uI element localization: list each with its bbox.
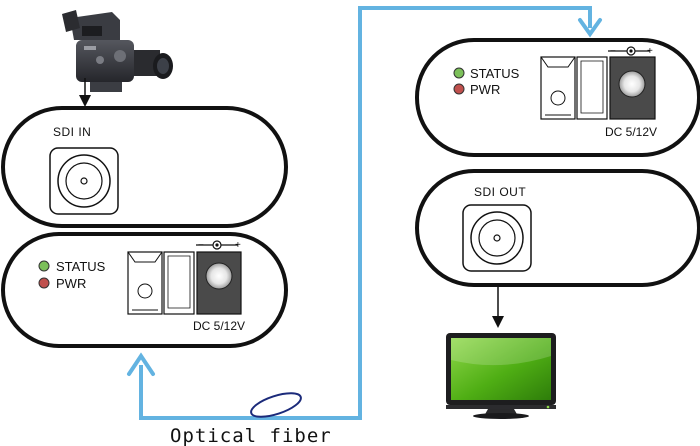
dc-minus-sign: − [610,46,616,57]
fiber-coil-icon [250,392,302,418]
dc-jack-icon: − + [196,240,242,315]
dc-minus-sign: − [198,240,204,251]
sdi-out-title: SDI OUT [474,185,526,199]
video-camera-icon [62,10,173,92]
status-label: STATUS [470,66,520,81]
transmitter-input-module: SDI IN [1,106,288,228]
receiver-power-module: STATUS PWR − + DC 5/12V [415,38,700,157]
dc-voltage-label: DC 5/12V [193,319,245,333]
power-led [453,83,465,95]
power-led [38,277,50,289]
sdi-in-title: SDI IN [53,125,91,139]
bnc-connector-icon [462,204,532,272]
status-led [38,260,50,272]
pwr-label: PWR [470,82,500,97]
bnc-connector-icon [49,147,119,215]
sfp-port-icon [540,56,608,120]
optical-fiber-path [127,6,602,420]
dc-jack-icon: − + [608,46,656,120]
dc-voltage-label: DC 5/12V [605,125,657,139]
monitor-icon [446,333,556,419]
dc-plus-sign: + [235,240,241,251]
dc-plus-sign: + [647,46,653,57]
transmitter-power-module: STATUS PWR − + DC 5/12V [1,232,288,348]
receiver-output-module: SDI OUT [415,169,700,287]
pwr-label: PWR [56,276,86,291]
status-label: STATUS [56,259,106,274]
sfp-port-icon [127,251,195,315]
status-led [453,67,465,79]
fiber-label: Optical fiber [170,425,332,446]
